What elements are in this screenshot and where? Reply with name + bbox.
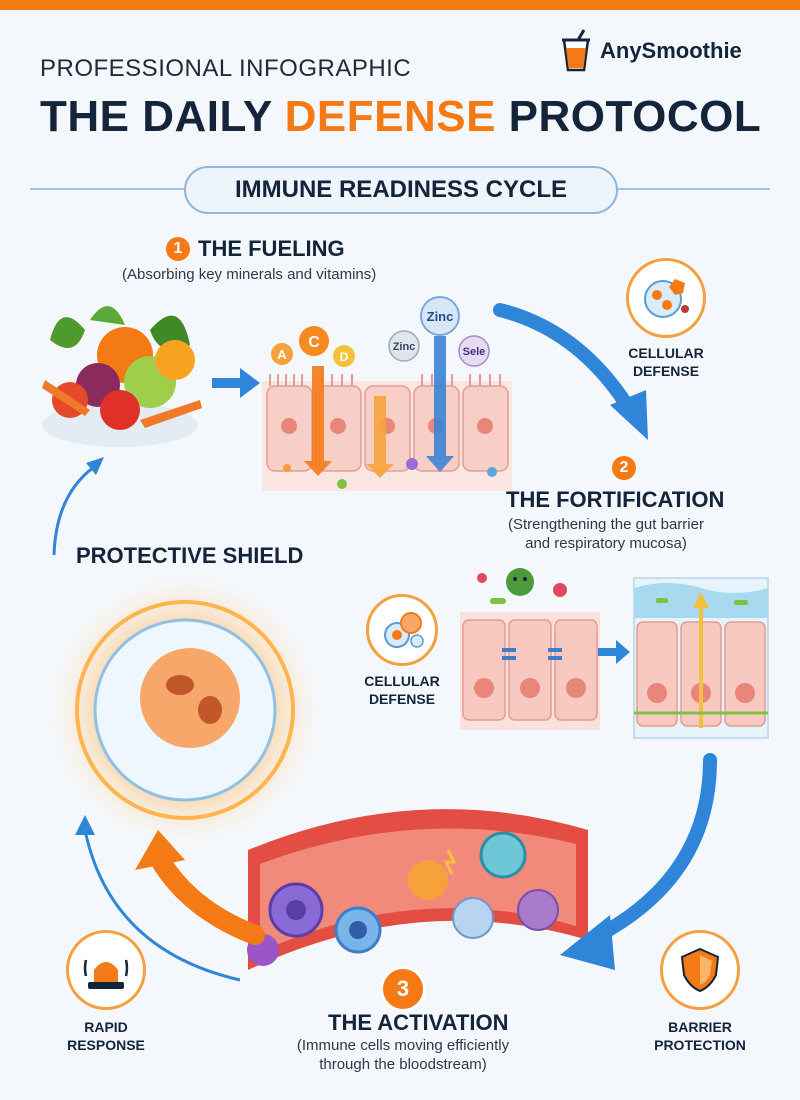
svg-text:A: A <box>277 347 287 362</box>
shield-icon <box>680 947 720 993</box>
page-title: THE DAILY DEFENSE PROTOCOL <box>40 92 761 142</box>
svg-text:D: D <box>340 350 349 364</box>
orange-flow-arrow <box>135 830 265 945</box>
vitamin-a-bubble: A <box>271 343 293 365</box>
smoothie-cup-icon <box>562 29 590 72</box>
protective-shield-label: PROTECTIVE SHIELD <box>76 543 304 568</box>
header-kicker: PROFESSIONAL INFOGRAPHIC <box>40 55 412 82</box>
vitamin-d-bubble: D <box>333 345 355 367</box>
vitamin-c-bubble: C <box>299 326 329 356</box>
flow-arrow-to-step-3 <box>560 753 717 970</box>
divider-left <box>30 188 184 190</box>
cellular-defense-icon-top <box>626 258 706 338</box>
zinc-large-bubble: Zinc <box>420 296 460 336</box>
protective-shield-cell-illustration <box>45 570 325 850</box>
title-part-2: PROTOCOL <box>495 92 762 141</box>
cycle-label: IMMUNE READINESS CYCLE <box>184 166 618 214</box>
intestinal-absorption-illustration: A C D Zinc Zinc Sele <box>262 296 512 491</box>
top-accent-bar <box>0 0 800 10</box>
zinc-small-bubble: Zinc <box>388 330 420 362</box>
svg-text:C: C <box>308 334 320 351</box>
title-accent: DEFENSE <box>284 92 496 141</box>
step-3-title: THE ACTIVATION <box>328 1010 509 1035</box>
step-3-number-badge: 3 <box>380 966 426 1012</box>
step-2-number-badge: 2 <box>612 456 636 480</box>
alarm-siren-icon <box>83 959 129 989</box>
step-2-title: THE FORTIFICATION <box>506 487 725 512</box>
cells-icon <box>644 279 689 318</box>
brand-logo: AnySmoothie <box>560 29 742 72</box>
brand-name: AnySmoothie <box>600 38 742 63</box>
flow-arrow-right <box>212 368 260 398</box>
svg-text:Sele: Sele <box>463 346 486 358</box>
svg-text:Zinc: Zinc <box>393 341 416 353</box>
strong-gut-barrier-illustration <box>633 577 769 739</box>
cellular-defense-icon-mid <box>366 594 438 666</box>
rapid-response-icon <box>66 930 146 1010</box>
step-1-title-text: THE FUELING <box>198 236 345 261</box>
flow-arrow-small-right <box>598 640 630 664</box>
step-1-subtitle: (Absorbing key minerals and vitamins) <box>122 266 377 283</box>
bloodstream-illustration <box>247 809 588 970</box>
barrier-protection-icon <box>660 930 740 1010</box>
step-1-number: 1 <box>166 237 190 261</box>
vegetables-illustration <box>42 306 202 447</box>
cycle-arrow-up <box>52 457 104 556</box>
step-1-title: 1 THE FUELING <box>166 236 345 262</box>
flow-arrow-to-step-2 <box>493 303 648 440</box>
immune-cells-icon <box>384 612 424 648</box>
svg-text:Zinc: Zinc <box>427 309 454 324</box>
divider-right <box>614 188 770 190</box>
cycle-arrow-back <box>75 815 241 982</box>
title-part-1: THE DAILY <box>40 92 285 141</box>
weak-gut-barrier-illustration <box>460 568 600 730</box>
selenium-bubble: Sele <box>458 335 490 367</box>
